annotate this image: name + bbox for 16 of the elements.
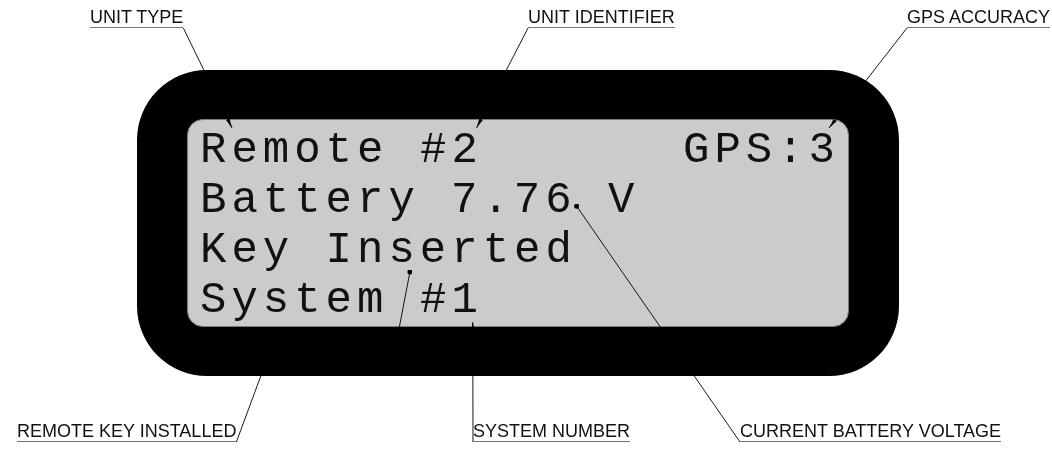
callout-label: REMOTE KEY INSTALLED [17,421,237,442]
callout-label: GPS ACCURACY [906,7,1050,28]
callout-label: UNIT IDENTIFIER [528,7,675,28]
callout-label: UNIT TYPE [90,7,184,28]
callout-label: CURRENT BATTERY VOLTAGE [740,421,1002,442]
display-text: Battery [200,178,420,222]
display-text: Key Inserted [200,228,577,272]
display-text: V [608,178,640,222]
display-text: GPS:3 [683,128,841,172]
display-text: System [200,278,389,322]
display-text: Remote [200,128,389,172]
display-text: #1 [420,278,483,322]
display-text: 7.76 [451,178,577,222]
lcd-display [137,70,899,376]
display-text: #2 [420,128,483,172]
callout-label: SYSTEM NUMBER [473,421,631,442]
